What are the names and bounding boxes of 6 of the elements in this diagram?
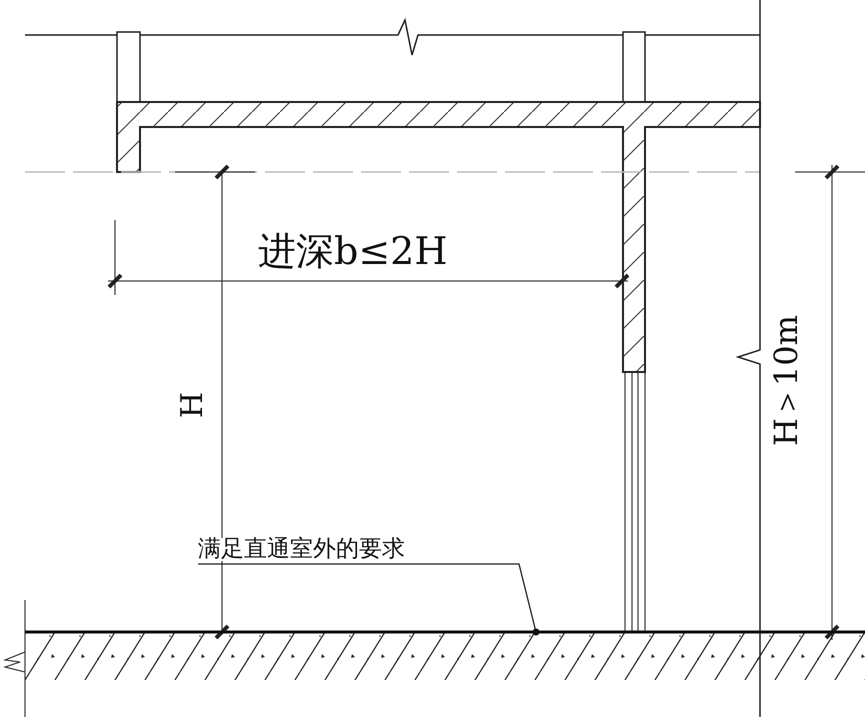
leader-line <box>198 563 540 636</box>
dimension-label: H <box>178 392 208 418</box>
note-text: 满足直通室外的要求 <box>198 538 405 561</box>
dimension-label: H＞10m <box>770 314 802 446</box>
dimension-label: 进深b≤2H <box>258 232 448 270</box>
ground-slab <box>25 630 865 680</box>
